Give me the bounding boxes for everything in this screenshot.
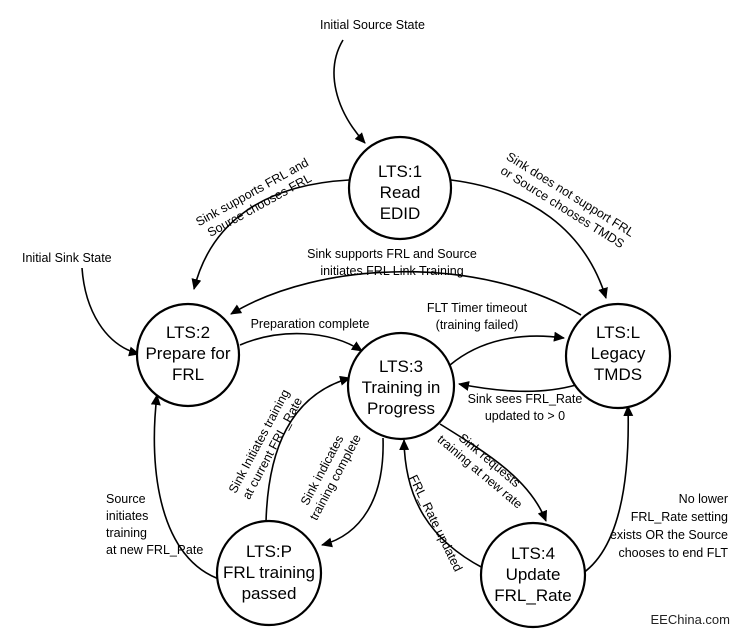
label-source-initiates-line2: initiates (106, 509, 148, 523)
edge-lts1-ltsl (450, 179, 608, 299)
label-sink-indicates: Sink indicates training complete (298, 432, 364, 523)
label-flt-timeout-line1: FLT Timer timeout (427, 301, 528, 315)
label-no-lower-line2: FRL_Rate setting (631, 510, 728, 524)
label-sink-not-support: Sink does not support FRL or Source choo… (498, 149, 637, 251)
state-ltsl-line2: Legacy (591, 344, 646, 363)
state-lts2-line1: LTS:2 (166, 323, 210, 342)
edge-lts3-lts4 (439, 423, 548, 522)
state-lts2-line2: Prepare for (145, 344, 230, 363)
edge-ltsp-lts2 (150, 394, 223, 581)
edge-lts3-ltsp (321, 437, 384, 548)
state-lts2-line3: FRL (172, 365, 204, 384)
label-sink-supports-initiates-line2: initiates FRL Link Training (320, 264, 463, 278)
label-frl-rate-updated-line1: FRL_Rate updated (406, 473, 465, 574)
edge-initial-sink (81, 267, 140, 357)
state-lts1-line1: LTS:1 (378, 162, 422, 181)
state-lts4-line1: LTS:4 (511, 544, 555, 563)
edge-ltsp-lts3 (265, 375, 351, 523)
label-prep-complete: Preparation complete (251, 317, 370, 331)
label-sink-initiates: Sink Initiates training at current FRL_R… (226, 387, 305, 502)
state-lts2: LTS:2 Prepare for FRL (135, 302, 241, 408)
edge-lts2-lts3 (239, 332, 363, 352)
state-lts3-line3: Progress (367, 399, 435, 418)
label-sink-sees-rate-line1: Sink sees FRL_Rate (468, 392, 583, 406)
state-lts4-line2: Update (506, 565, 561, 584)
state-lts3-line1: LTS:3 (379, 357, 423, 376)
state-lts1: LTS:1 Read EDID (347, 135, 453, 241)
label-sink-sees-rate-line2: updated to > 0 (485, 409, 565, 423)
state-ltsp-line2: FRL training (223, 563, 315, 582)
state-ltsp-line3: passed (242, 584, 297, 603)
label-no-lower-line3: exists OR the Source (610, 528, 728, 542)
state-lts3: LTS:3 Training in Progress (346, 331, 456, 441)
label-sink-not-support-line2: or Source chooses TMDS (498, 163, 627, 251)
label-initial-sink: Initial Sink State (22, 251, 112, 265)
state-ltsp-line1: LTS:P (246, 542, 292, 561)
label-no-lower-line1: No lower (679, 492, 728, 506)
label-source-initiates-line1: Source (106, 492, 146, 506)
state-ltsl-line3: TMDS (594, 365, 642, 384)
edge-ltsl-lts3 (458, 381, 577, 393)
state-ltsp: LTS:P FRL training passed (215, 519, 323, 627)
label-sink-supports-initiates-line1: Sink supports FRL and Source (307, 247, 477, 261)
label-no-lower-line4: chooses to end FLT (618, 546, 728, 560)
label-flt-timeout-line2: (training failed) (436, 318, 519, 332)
state-ltsl: LTS:L Legacy TMDS (564, 302, 672, 410)
edge-initial-source (333, 39, 366, 144)
state-lts4: LTS:4 Update FRL_Rate (479, 521, 587, 629)
state-lts3-line2: Training in (362, 378, 441, 397)
edges (81, 39, 634, 581)
edge-lts3-ltsl (449, 331, 565, 366)
label-sink-supports-frl: Sink supports FRL and Source chooses FRL (193, 155, 314, 239)
edge-lts4-ltsl (574, 405, 634, 579)
state-lts4-line3: FRL_Rate (494, 586, 571, 605)
state-lts1-line3: EDID (380, 204, 421, 223)
label-source-initiates-line4: at new FRL_Rate (106, 543, 203, 557)
label-sink-not-support-line1: Sink does not support FRL (504, 149, 637, 239)
label-initial-source: Initial Source State (320, 18, 425, 32)
state-lts1-line2: Read (380, 183, 421, 202)
edge-lts4-lts3 (399, 439, 484, 569)
label-source-initiates-line3: training (106, 526, 147, 540)
watermark: EEChina.com (651, 612, 730, 627)
label-sink-requests: Sink requests training at new rate (435, 431, 525, 512)
edge-ltsl-lts2 (230, 270, 582, 316)
state-ltsl-line1: LTS:L (596, 323, 640, 342)
edge-lts1-lts2 (191, 179, 350, 290)
label-frl-rate-updated: FRL_Rate updated (406, 473, 465, 574)
